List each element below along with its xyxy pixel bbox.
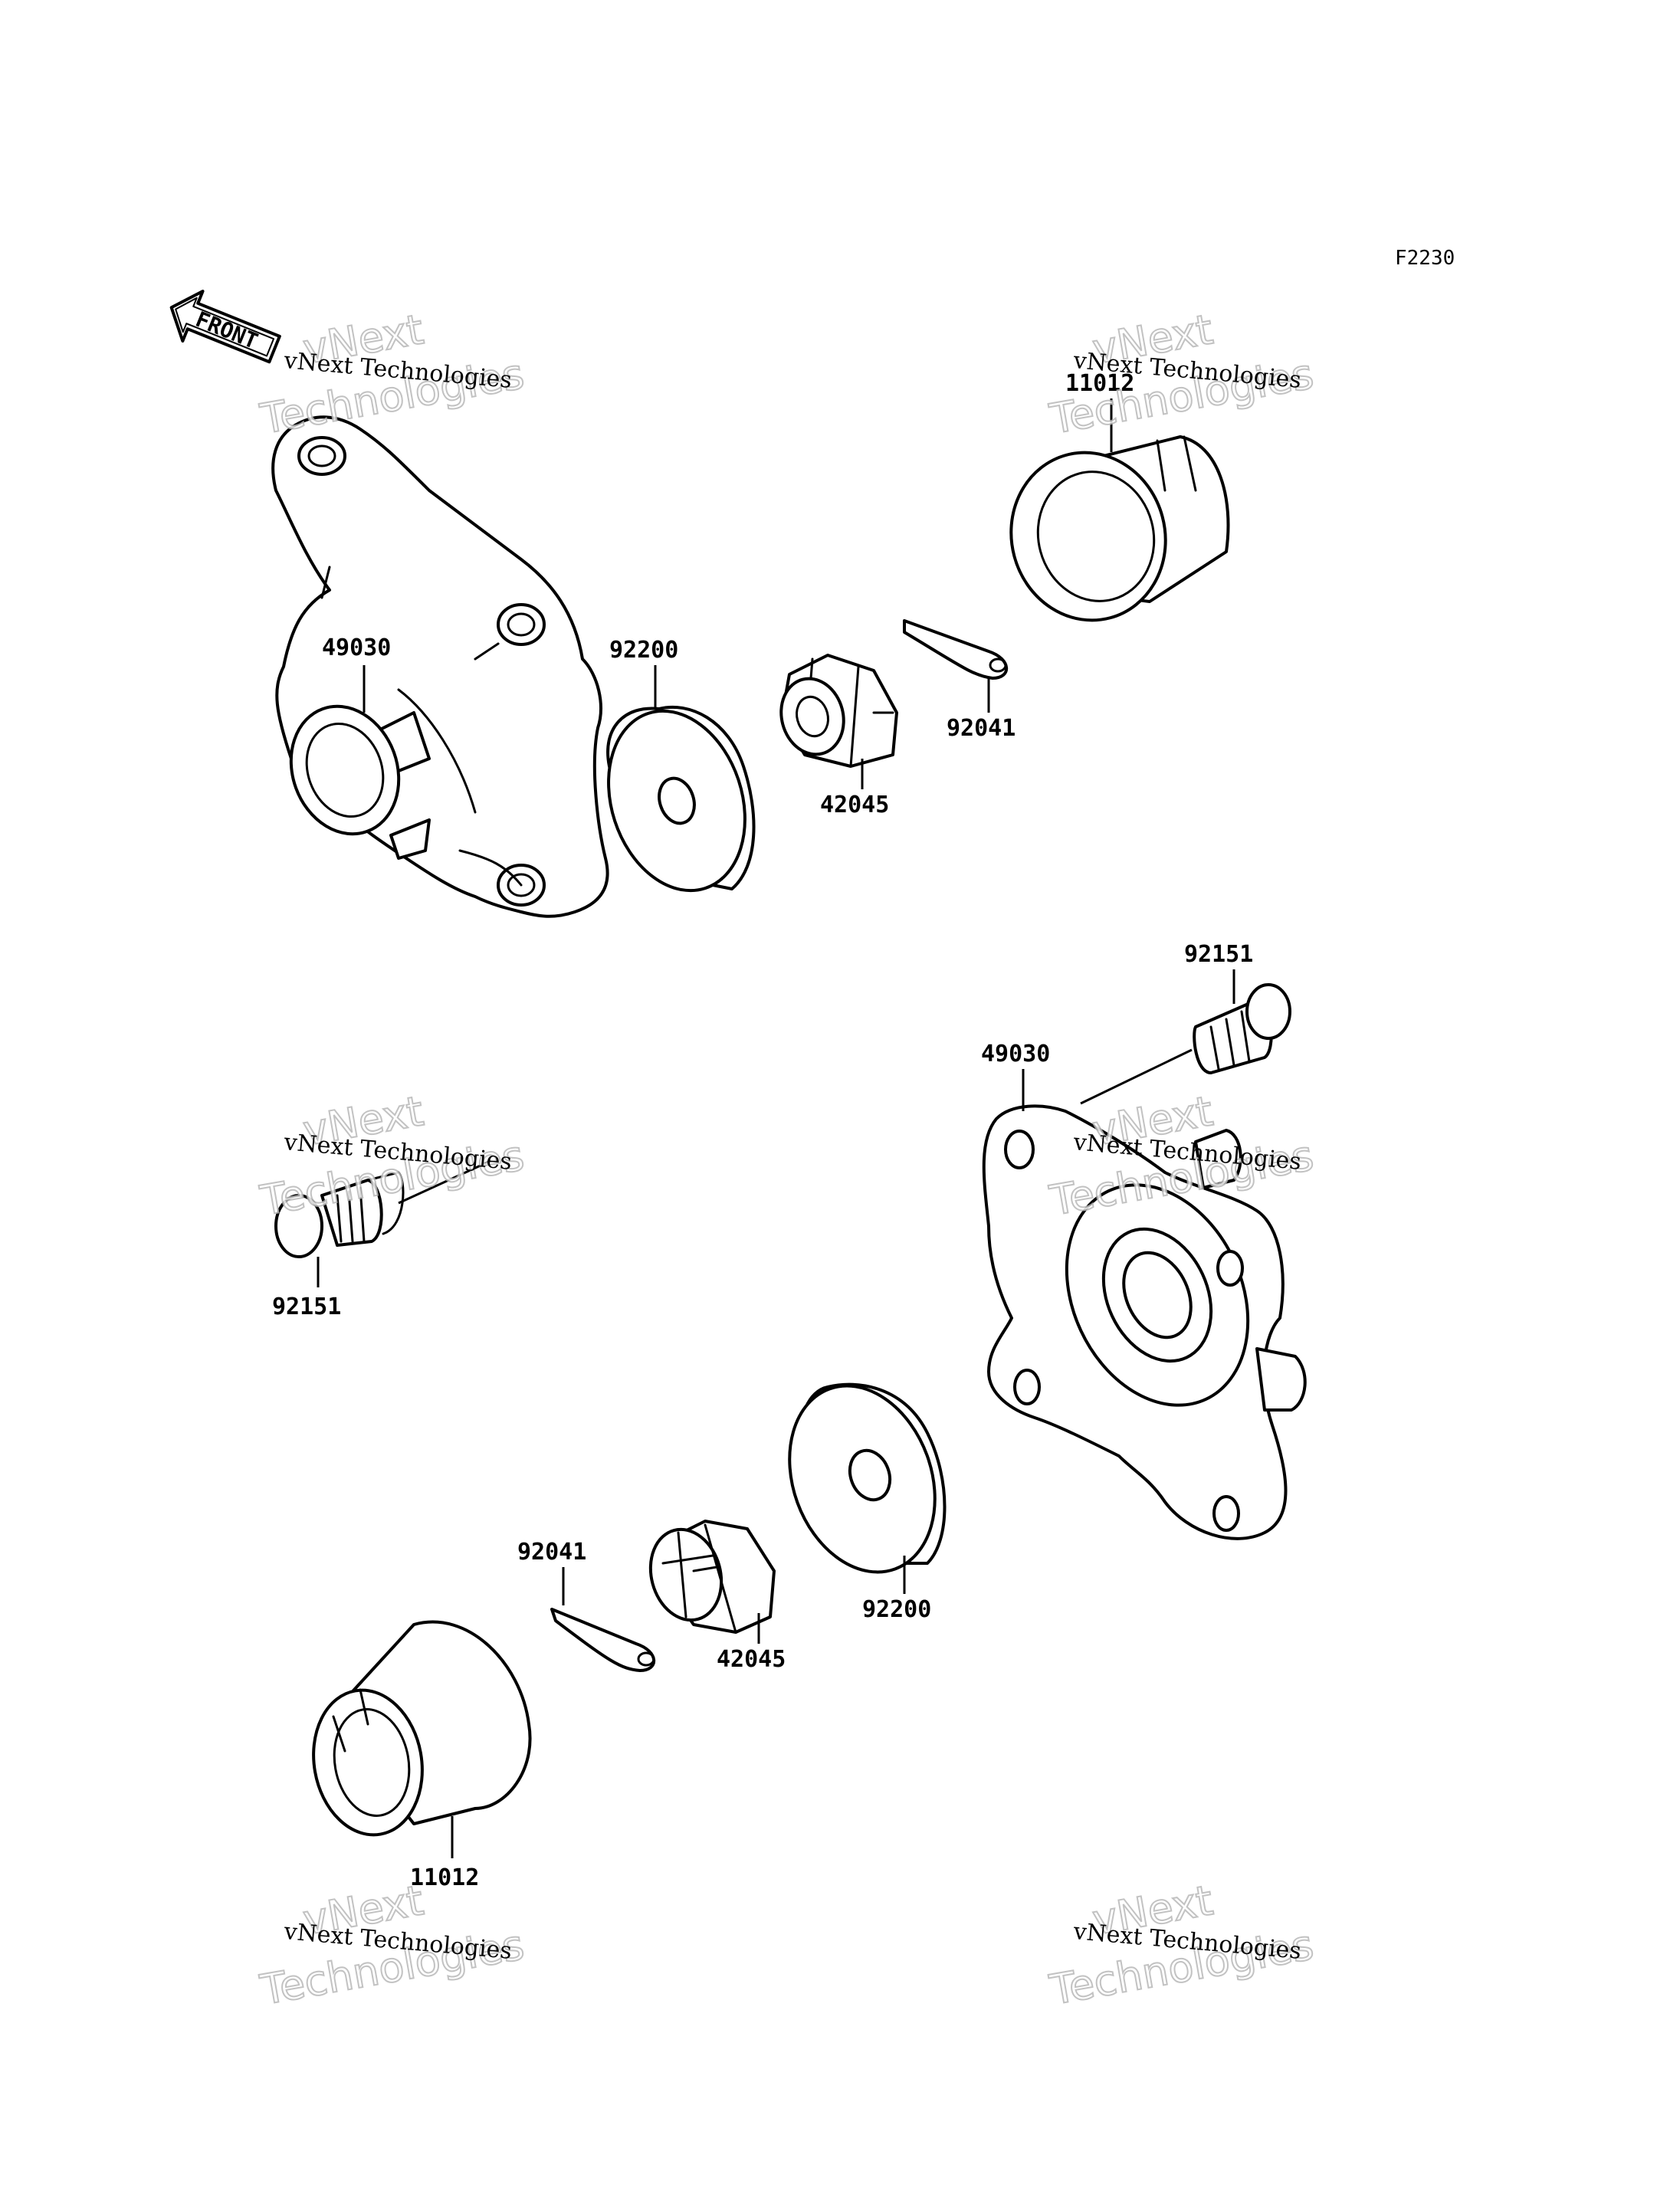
label-right-bolt: 92151	[1184, 941, 1253, 968]
label-upper-cap: 11012	[1065, 370, 1134, 397]
label-lower-hub: 49030	[981, 1041, 1050, 1067]
front-arrow-icon: FRONT	[169, 290, 281, 364]
label-lower-cap: 11012	[410, 1864, 479, 1891]
upper-hub-part	[271, 415, 609, 918]
label-lower-washer: 92200	[862, 1596, 931, 1623]
label-upper-pin: 92041	[947, 715, 1016, 742]
lower-nut-part	[648, 1520, 776, 1634]
upper-cap-part	[1009, 435, 1230, 622]
label-upper-hub: 49030	[322, 635, 391, 661]
label-upper-washer: 92200	[609, 637, 678, 664]
label-left-bolt: 92151	[272, 1294, 341, 1320]
upper-washer-part	[606, 705, 756, 893]
label-upper-nut: 42045	[820, 792, 889, 818]
watermark: vNext Technologies vNext Technologies	[256, 304, 529, 444]
watermark: vNext Technologies vNext Technologies	[1045, 304, 1318, 444]
right-bolt-part	[1193, 983, 1291, 1074]
watermark: vNext Technologies vNext Technologies	[256, 1875, 529, 2015]
left-bolt-part	[274, 1171, 405, 1258]
label-lower-nut: 42045	[717, 1646, 786, 1673]
diagram-ref-code: F2230	[1395, 247, 1455, 270]
lower-washer-part	[788, 1382, 947, 1574]
lower-cap-part	[312, 1620, 532, 1837]
lower-pin-part	[550, 1608, 656, 1672]
watermark: vNext Technologies vNext Technologies	[256, 1086, 529, 1226]
upper-pin-part	[903, 619, 1009, 680]
label-lower-pin: 92041	[517, 1539, 586, 1566]
upper-nut-part	[779, 654, 898, 768]
watermark: vNext Technologies vNext Technologies	[1045, 1875, 1318, 2015]
lower-hub-part	[982, 1104, 1307, 1540]
